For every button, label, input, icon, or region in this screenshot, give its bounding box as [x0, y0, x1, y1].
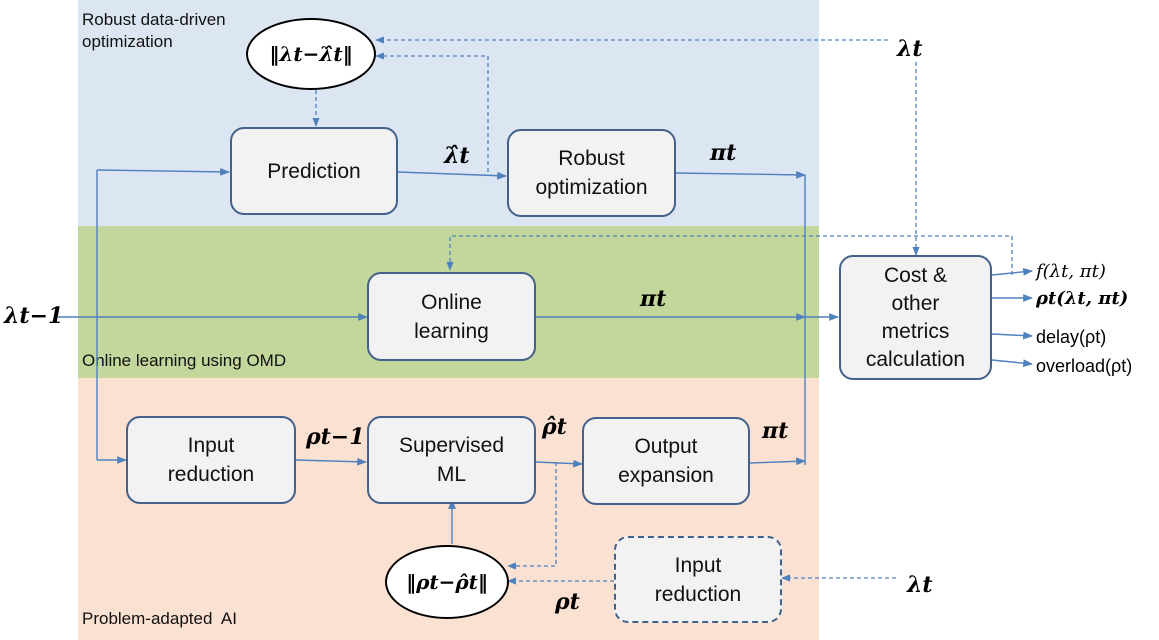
rho-t-minus-1-label: ρt−1: [306, 424, 365, 450]
arrow-to-prediction: [96, 167, 230, 176]
arrow-robust-to-merge: [675, 170, 806, 179]
rho-hat-label: ρ̂t: [542, 414, 567, 440]
lambda-error-ellipse: ‖λt−λ̂t‖: [246, 18, 376, 90]
pi-t-output-label: πt: [762, 418, 789, 444]
arrow-prediction-to-robust: [397, 171, 507, 180]
dashed-rhohat-down: [507, 462, 557, 570]
pi-t-robust-label: πt: [710, 140, 737, 166]
prediction-box: Prediction: [230, 127, 398, 215]
arrow-output-to-merge: [749, 457, 806, 466]
output-delay-label: delay(ρt): [1036, 327, 1107, 347]
cost-metrics-box: Cost & other metrics calculation: [839, 255, 992, 380]
lambda-hat-label: λ̂t: [444, 143, 470, 169]
online-learning-box: Online learning: [367, 272, 536, 361]
lambda-t-top-label: λt: [897, 36, 923, 62]
input-reduction-dashed-box: Input reduction: [614, 536, 782, 623]
rho-t-label: ρt: [555, 589, 580, 615]
dashed-feedback-loop: [446, 235, 1013, 275]
pi-t-online-label: πt: [640, 286, 667, 312]
output-expansion-box: Output expansion: [582, 417, 750, 505]
arrow-input-reduction-to-ml: [295, 457, 367, 466]
online-section-label: Online learning using OMD: [82, 351, 287, 370]
robust-section-label: Robust data-driven optimization: [82, 10, 226, 51]
output-rho-label: ρt(λt, πt): [1036, 288, 1129, 309]
output-f-label: f(λt, πt): [1036, 261, 1106, 282]
lambda-t-minus-1-label: λt−1: [4, 303, 64, 329]
supervised-ml-box: Supervised ML: [367, 416, 536, 504]
arrow-out-delay: [991, 331, 1033, 340]
problem-section-label: Problem-adapted AI: [82, 609, 237, 628]
arrow-ml-to-output: [535, 459, 583, 468]
input-reduction-box: Input reduction: [126, 416, 296, 504]
dashed-lambdahat-up: [375, 52, 489, 172]
output-overload-label: overload(ρt): [1036, 356, 1133, 376]
lambda-t-bottom-label: λt: [907, 572, 933, 598]
robust-optimization-band: [78, 0, 819, 226]
robust-optimization-box: Robust optimization: [507, 129, 676, 217]
rho-error-ellipse: ‖ρt−ρ̂t‖: [385, 545, 509, 619]
arrow-out-overload: [991, 359, 1033, 368]
